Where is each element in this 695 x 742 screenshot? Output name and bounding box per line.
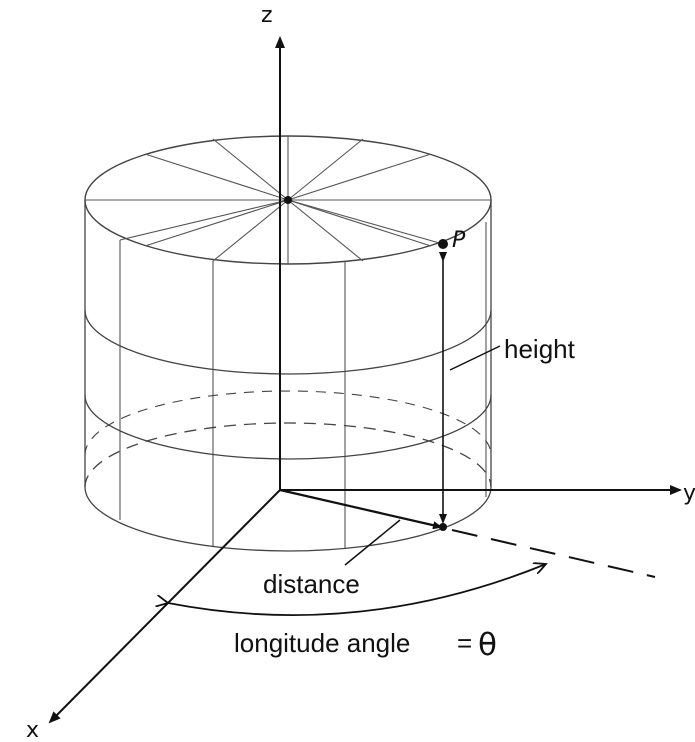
point-p-label: P [452, 228, 466, 253]
longitude-extension-line [451, 529, 656, 578]
z-axis-label: z [261, 3, 273, 28]
distance-leader [344, 519, 401, 566]
cylinder-bottom [84, 422, 492, 552]
foot-point-marker [439, 523, 447, 531]
cylinder-middle-ring [84, 309, 492, 460]
distance-label: distance [263, 569, 360, 599]
cylinder-hidden-ring [84, 390, 492, 456]
height-leader [449, 345, 501, 371]
cylinder-vertical-rulings [119, 222, 487, 548]
top-face-spokes [85, 136, 491, 264]
cylinder-sides [84, 200, 492, 487]
top-center-dot [284, 196, 292, 204]
longitude-equals: = [457, 628, 472, 658]
x-axis-label: x [26, 718, 39, 742]
longitude-angle-arc [168, 564, 546, 616]
height-label: height [504, 334, 576, 364]
longitude-label: longitude angle [234, 628, 410, 658]
distance-vector [279, 488, 443, 530]
y-axis-label: y [683, 481, 695, 506]
point-p-marker [438, 239, 448, 249]
longitude-theta: θ [478, 627, 497, 663]
x-axis [48, 489, 281, 724]
